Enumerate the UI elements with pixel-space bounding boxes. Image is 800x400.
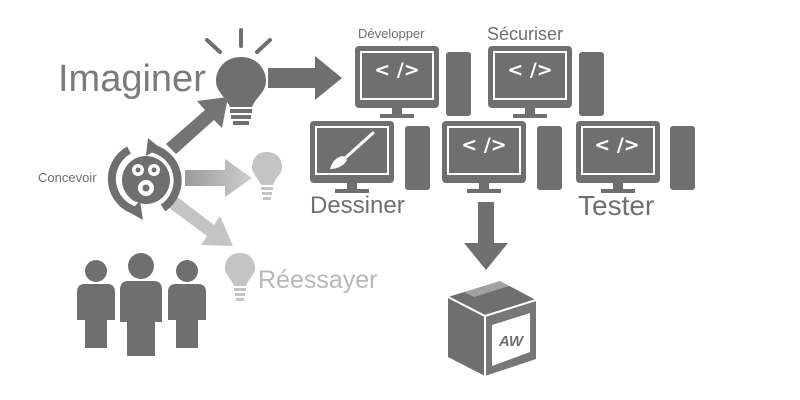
arrow-icon xyxy=(168,196,233,246)
monitor-icon xyxy=(310,121,394,193)
code-symbol: < /> xyxy=(374,59,420,81)
lightbulb-icon xyxy=(216,57,266,125)
pc-tower-icon xyxy=(670,126,695,190)
tester-label: Tester xyxy=(578,190,655,221)
paintbrush-icon xyxy=(330,131,375,169)
pc-tower-icon xyxy=(537,126,562,190)
developper-label: Développer xyxy=(358,26,425,41)
concevoir-label: Concevoir xyxy=(38,170,97,185)
code-symbol: < /> xyxy=(461,134,507,156)
box-icon xyxy=(447,276,537,376)
box-logo-text: AW xyxy=(498,333,525,350)
gears-cycle-icon xyxy=(107,138,182,220)
code-symbol: < /> xyxy=(507,59,553,81)
arrow-icon xyxy=(268,56,342,100)
code-symbol: < /> xyxy=(594,134,640,156)
imaginer-label: Imaginer xyxy=(58,58,206,100)
arrow-icon xyxy=(185,159,252,197)
lightbulb-icon xyxy=(252,152,282,200)
arrow-icon xyxy=(464,202,508,270)
monitor-icon xyxy=(355,46,439,118)
arrow-icon xyxy=(166,97,228,154)
monitor-icon xyxy=(442,121,526,193)
securiser-label: Sécuriser xyxy=(487,24,564,44)
dessiner-label: Dessiner xyxy=(310,192,405,219)
monitor-icon xyxy=(576,121,660,193)
people-icon xyxy=(77,253,206,356)
pc-tower-icon xyxy=(579,52,604,116)
lightbulb-icon xyxy=(225,253,255,301)
pc-tower-icon xyxy=(405,126,430,190)
reessayer-label: Réessayer xyxy=(258,266,378,294)
monitor-icon xyxy=(488,46,572,118)
pc-tower-icon xyxy=(446,52,471,116)
bulb-rays-icon xyxy=(205,28,272,54)
